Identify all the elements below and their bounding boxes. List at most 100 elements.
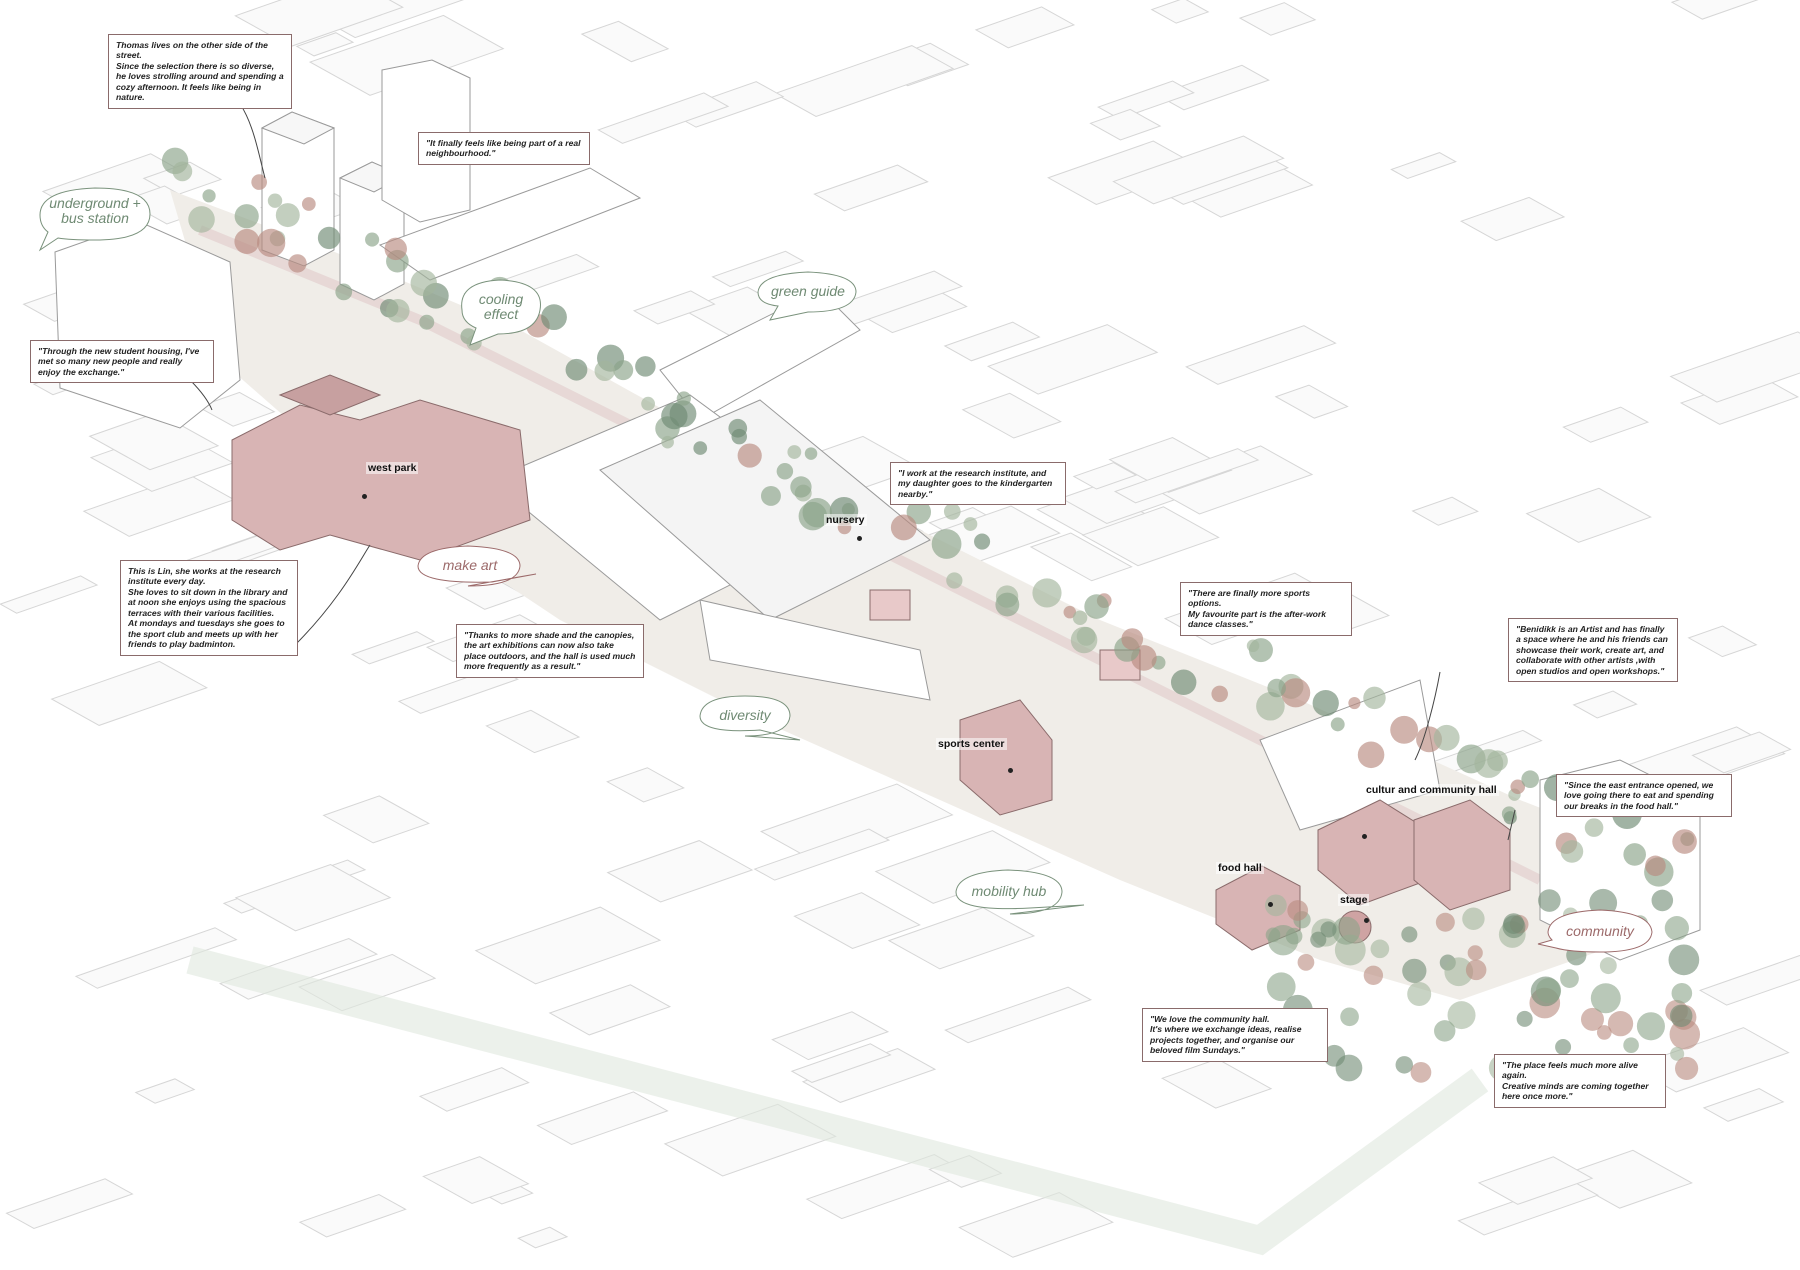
context-block	[773, 45, 955, 117]
tree-canopy	[172, 161, 193, 182]
place-stage: stage	[1338, 894, 1370, 906]
tree-canopy	[1555, 1038, 1572, 1055]
tree-canopy	[1072, 610, 1088, 626]
tree-canopy	[1401, 926, 1418, 943]
context-block	[418, 1067, 530, 1112]
context-block	[711, 250, 805, 288]
context-block	[1097, 80, 1195, 120]
tree-canopy	[1310, 931, 1327, 948]
context-block	[597, 92, 730, 144]
make-art-label: make art	[442, 557, 498, 573]
tree-canopy	[335, 283, 353, 301]
quote-student: "Through the new student housing, I've m…	[30, 340, 214, 384]
tree-canopy	[931, 529, 962, 559]
tree-canopy	[1340, 1007, 1359, 1027]
context-block	[887, 907, 1036, 970]
make-art-bubble	[417, 545, 537, 587]
tree-canopy	[1671, 982, 1693, 1004]
context-block	[1687, 625, 1758, 658]
context-block	[1411, 496, 1479, 526]
west-park-dot	[362, 494, 367, 499]
context-block	[974, 6, 1076, 49]
nursery-dot	[857, 536, 862, 541]
tree-canopy	[635, 356, 656, 377]
tree-canopy	[1584, 818, 1604, 837]
tree-canopy	[1256, 691, 1285, 721]
tree-canopy	[676, 391, 691, 406]
tree-canopy	[234, 228, 260, 254]
quote-lin: This is Lin, she works at the research i…	[120, 560, 298, 656]
tree-canopy	[384, 237, 407, 261]
tree-canopy	[1462, 907, 1485, 930]
tree-canopy	[661, 435, 674, 449]
place-nursery: nursery	[824, 514, 867, 526]
tree-canopy	[1599, 957, 1617, 975]
context-block	[1477, 1156, 1594, 1205]
tree-canopy	[641, 396, 655, 411]
tree-canopy	[565, 358, 588, 381]
context-block	[1670, 0, 1759, 20]
stage-dot	[1364, 918, 1369, 923]
tree-canopy	[1335, 1054, 1363, 1082]
context-block	[606, 767, 685, 803]
cooling-bubble	[461, 279, 541, 346]
context-block	[793, 892, 921, 949]
quote-sports: "There are finally more sports options. …	[1180, 582, 1352, 636]
context-block	[580, 20, 670, 63]
tree-canopy	[1664, 916, 1689, 941]
tree-canopy	[1447, 1001, 1476, 1030]
context-block	[1112, 135, 1285, 205]
diversity-label: diversity	[719, 707, 771, 723]
tree-canopy	[613, 360, 634, 381]
tree-canopy	[1668, 944, 1700, 976]
quote-thomas: Thomas lives on the other side of the st…	[108, 34, 292, 109]
tree-canopy	[1407, 982, 1432, 1007]
context-block	[1459, 196, 1566, 242]
place-sports-center: sports center	[936, 738, 1007, 750]
context-block	[606, 840, 754, 903]
place-west-park: west park	[366, 462, 419, 474]
tree-canopy	[1645, 855, 1666, 877]
context-block	[1155, 64, 1270, 111]
tree-canopy	[1370, 939, 1390, 959]
tree-canopy	[1121, 628, 1144, 650]
tree-canopy	[995, 592, 1020, 617]
context-block	[813, 164, 929, 212]
tree-canopy	[693, 441, 708, 455]
green-guide-bubble	[757, 271, 857, 321]
place-cultur-hall: cultur and community hall	[1364, 784, 1499, 796]
green-strip	[186, 946, 1489, 1256]
tree-canopy	[301, 197, 316, 211]
tree-canopy	[1063, 605, 1077, 619]
tree-canopy	[1266, 972, 1296, 1002]
tree-canopy	[1467, 945, 1483, 961]
context-block	[753, 828, 891, 881]
context-block	[958, 1192, 1114, 1258]
context-block	[295, 32, 355, 57]
context-block	[986, 324, 1159, 395]
tree-canopy	[1674, 1056, 1699, 1081]
tree-canopy	[1402, 958, 1427, 983]
tree-canopy	[1538, 889, 1561, 912]
context-block	[50, 660, 208, 726]
context-block	[1669, 331, 1800, 403]
tree-canopy	[1281, 678, 1311, 708]
context-block	[1081, 506, 1220, 567]
quote-alive: "The place feels much more alive again. …	[1494, 1054, 1666, 1108]
context-block	[632, 290, 716, 325]
tree-canopy	[275, 203, 300, 228]
tree-canopy	[1651, 889, 1674, 912]
tree-canopy	[1297, 953, 1315, 971]
green-guide-label: green guide	[771, 283, 845, 299]
tree-canopy	[1503, 913, 1525, 934]
context-block	[5, 1178, 134, 1230]
context-block	[961, 392, 1062, 439]
tree-canopy	[1580, 1007, 1604, 1031]
tree-canopy	[1348, 696, 1361, 710]
tree-canopy	[386, 299, 410, 323]
tree-canopy	[202, 189, 216, 203]
quote-benidikk: "Benidikk is an Artist and has finally a…	[1508, 618, 1678, 683]
context-block	[322, 795, 430, 844]
context-block	[0, 575, 99, 614]
